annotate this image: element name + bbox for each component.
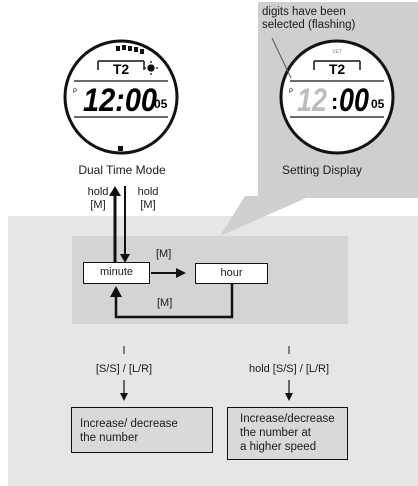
hold-m-left-label: hold[M] bbox=[87, 186, 109, 211]
hold-m-right-label: hold[M] bbox=[137, 186, 159, 211]
minute-box: minute bbox=[83, 262, 150, 284]
watch-title: T2 bbox=[329, 61, 346, 77]
watch-seconds: 05 bbox=[371, 97, 385, 111]
m-button-top-label: [M] bbox=[156, 248, 172, 260]
watch-minute: 00 bbox=[339, 82, 369, 118]
watch-seconds: 05 bbox=[154, 97, 168, 111]
m-button-bottom-label: [M] bbox=[157, 297, 173, 309]
sun-icon bbox=[144, 61, 158, 75]
set-indicator: SET bbox=[332, 49, 342, 55]
callout-text: digits have been selected (flashing) bbox=[262, 6, 356, 31]
left-button-label: [S/S] / [L/R] bbox=[95, 363, 153, 375]
watch-time: 12:00 bbox=[83, 82, 157, 118]
pm-indicator: P bbox=[73, 89, 77, 95]
pm-indicator: P bbox=[289, 89, 293, 95]
hour-box: hour bbox=[195, 263, 268, 284]
flashing-hour-digits: 12 bbox=[297, 82, 327, 118]
watch-setting-display: SET T2 P 12 : 00 05 bbox=[279, 39, 395, 155]
watch-dual-time: T2 P 12:00 05 bbox=[63, 39, 179, 155]
right-button-label: hold [S/S] / [L/R] bbox=[248, 363, 330, 375]
dual-time-mode-label: Dual Time Mode bbox=[78, 163, 166, 177]
segment-arc bbox=[116, 45, 144, 54]
setting-display-label: Setting Display bbox=[281, 163, 363, 177]
watch-title: T2 bbox=[113, 61, 130, 77]
watch-colon: : bbox=[331, 89, 338, 114]
